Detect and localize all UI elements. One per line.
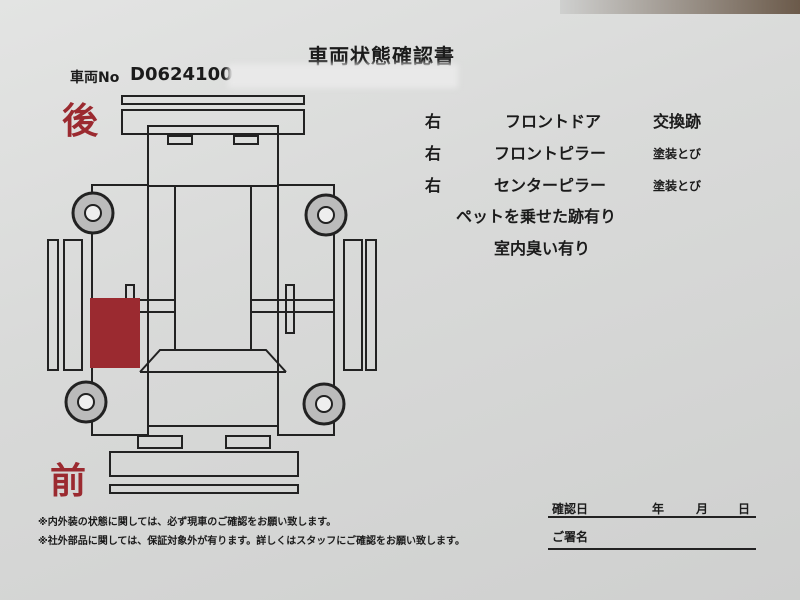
- redacted-area: [228, 64, 458, 88]
- note-side: 右: [425, 112, 442, 131]
- rear-label: 後: [62, 101, 99, 142]
- note-part: フロントピラー: [494, 144, 607, 163]
- note-part: センターピラー: [494, 176, 607, 195]
- footnote: ※内外装の状態に関しては、必ず現車のご確認をお願い致します。: [38, 517, 337, 528]
- damage-marks: [90, 298, 140, 368]
- paper-edge: [560, 0, 800, 14]
- date-line: [548, 516, 756, 518]
- note-side: 右: [425, 176, 442, 195]
- confirm-date-label: 確認日: [552, 502, 589, 516]
- vehicle-no: D0624100: [130, 64, 233, 85]
- damage-right-front-door: [90, 298, 140, 368]
- remark: ペットを乗せた跡有り: [456, 207, 617, 226]
- footnote: ※社外部品に関しては、保証対象外が有ります。詳しくはスタッフにご確認をお願い致し…: [38, 536, 466, 547]
- note-part: フロントドア: [505, 112, 602, 131]
- front-label: 前: [50, 461, 87, 502]
- note-status: 塗装とび: [653, 179, 702, 193]
- note-status: 交換跡: [653, 112, 702, 131]
- signature-line: [548, 548, 756, 550]
- month-label: 月: [696, 502, 709, 516]
- remark: 室内臭い有り: [494, 239, 591, 258]
- vehicle-no-label: 車両No: [70, 70, 120, 86]
- signature-label: ご署名: [552, 530, 589, 544]
- note-status: 塗装とび: [653, 147, 702, 161]
- year-label: 年: [652, 502, 665, 516]
- note-side: 右: [425, 144, 442, 163]
- day-label: 日: [738, 502, 751, 516]
